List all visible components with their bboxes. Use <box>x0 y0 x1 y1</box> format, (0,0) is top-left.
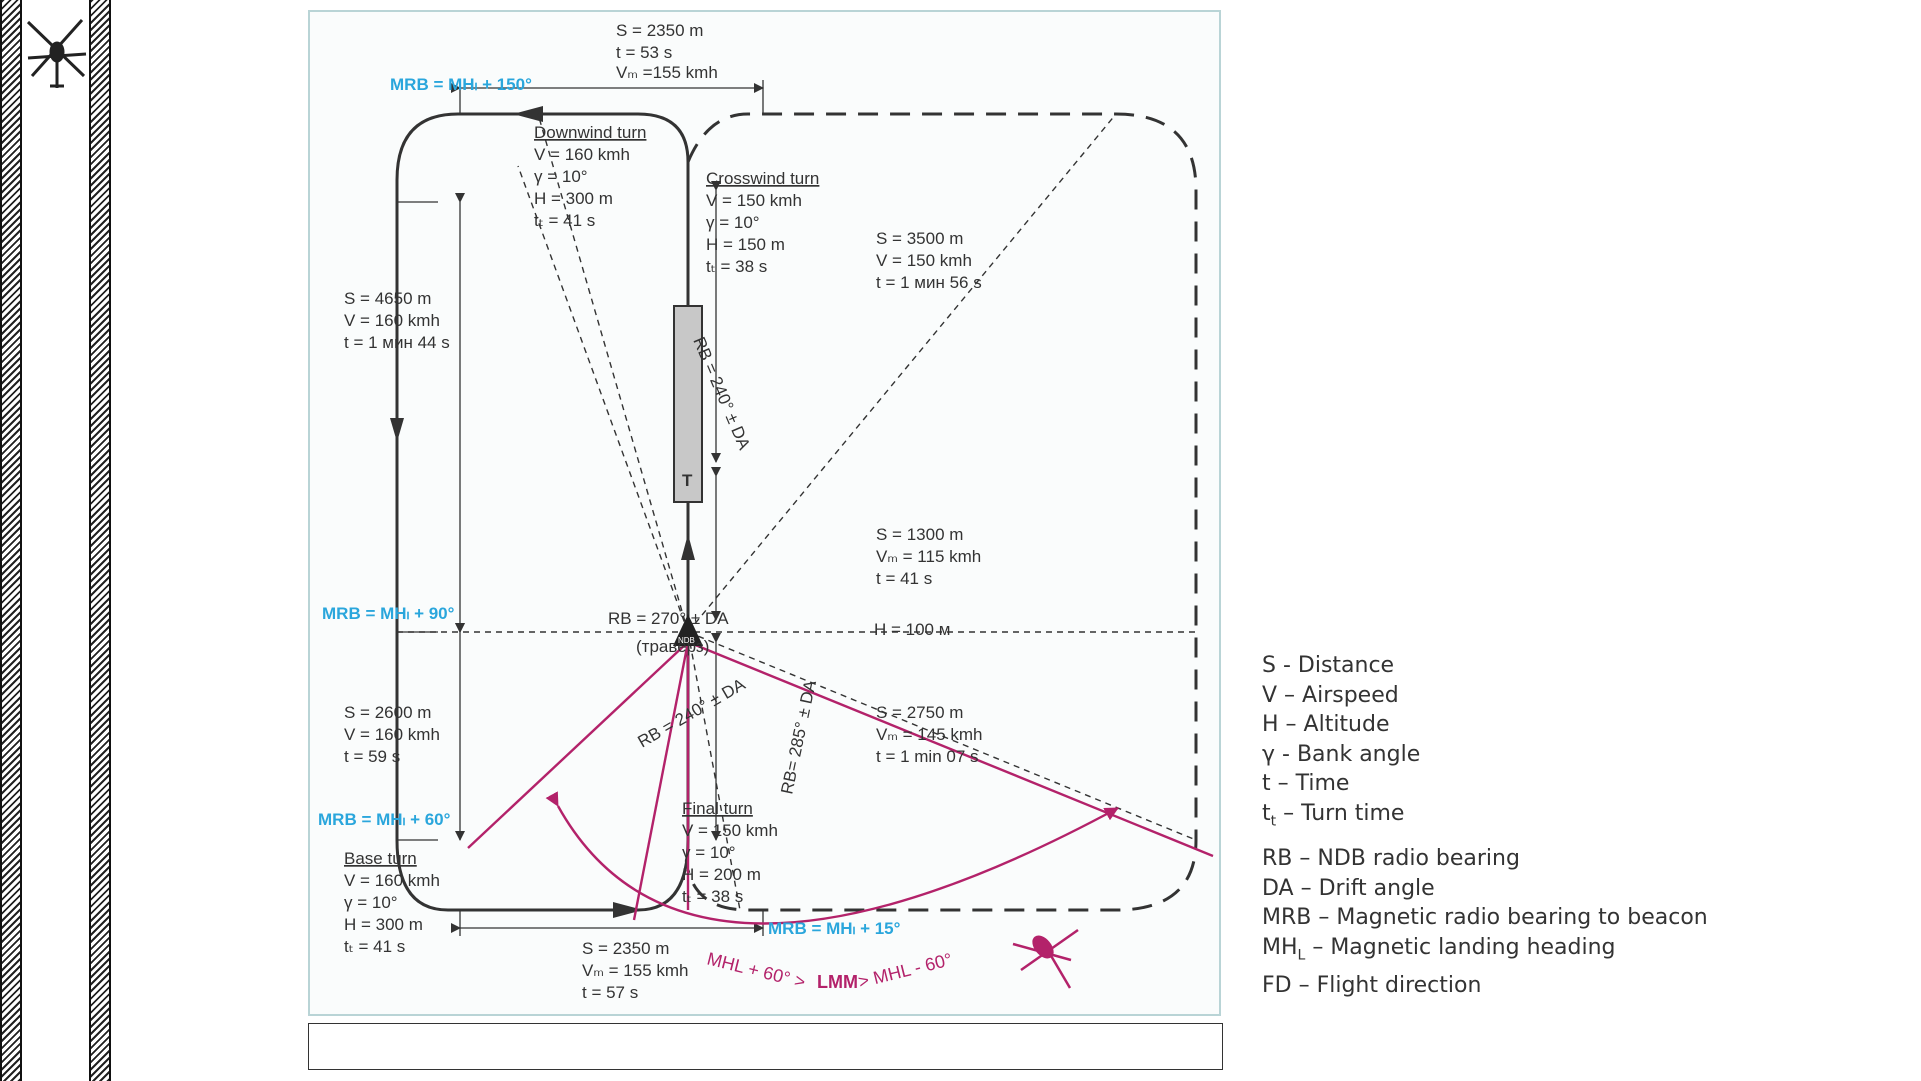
svg-text:NDB: NDB <box>678 636 695 645</box>
legend-item: S - Distance <box>1262 653 1395 678</box>
svg-text:S = 1300 m: S = 1300 m <box>876 525 963 544</box>
svg-text:V = 150 kmh: V = 150 kmh <box>876 251 972 270</box>
top-arrow <box>513 106 543 122</box>
svg-text:> MHL - 60°: > MHL - 60° <box>856 949 954 992</box>
bottom-arrow <box>613 902 643 918</box>
legend-item: t – Time <box>1262 771 1350 796</box>
svg-text:S = 2350 m: S = 2350 m <box>616 21 703 40</box>
left-hatched-border <box>0 0 22 1081</box>
legend-item: H – Altitude <box>1262 712 1390 737</box>
svg-text:V = 150 kmh: V = 150 kmh <box>706 191 802 210</box>
svg-text:Vₘ = 115 kmh: Vₘ = 115 kmh <box>876 547 981 566</box>
dashed-circuit-path <box>686 112 1198 912</box>
svg-text:H = 300 m: H = 300 m <box>344 915 423 934</box>
svg-text:V = 160 kmh: V = 160 kmh <box>344 311 440 330</box>
legend-item: RB – NDB radio bearing <box>1262 846 1520 872</box>
legend-item: V – Airspeed <box>1262 682 1399 708</box>
svg-text:Vₘ =155 kmh: Vₘ =155 kmh <box>616 63 718 82</box>
downwind-arrow <box>390 418 404 442</box>
svg-text:γ = 10°: γ = 10° <box>344 893 398 912</box>
svg-text:H = 200 m: H = 200 m <box>682 865 761 884</box>
svg-text:H = 100 м: H = 100 м <box>874 620 950 639</box>
svg-text:Vₘ = 155 kmh: Vₘ = 155 kmh <box>582 961 689 980</box>
svg-text:Vₘ = 145 kmh: Vₘ = 145 kmh <box>876 725 983 744</box>
mrb-60-label: MRB = MHₗ + 60° <box>318 810 451 829</box>
ndb-beacon-icon <box>673 614 703 646</box>
svg-text:(траверз): (траверз) <box>636 637 709 656</box>
legend-item: FD – Flight direction <box>1262 972 1482 998</box>
legend-item: γ - Bank angle <box>1262 741 1421 767</box>
svg-text:γ = 10°: γ = 10° <box>706 213 760 232</box>
svg-text:Base turn: Base turn <box>344 849 417 868</box>
legend-item: MHL – Magnetic landing heading <box>1262 934 1616 964</box>
svg-text:S = 4650 m: S = 4650 m <box>344 289 431 308</box>
svg-text:V = 160 kmh: V = 160 kmh <box>344 725 440 744</box>
traffic-pattern-diagram: T NDB <box>318 21 1214 1002</box>
runway <box>673 305 703 503</box>
svg-text:V = 150 kmh: V = 150 kmh <box>682 821 778 840</box>
svg-text:RB = 270° ± DA: RB = 270° ± DA <box>608 609 729 628</box>
t-mark: T <box>682 471 693 490</box>
approach-helicopter-icon <box>1012 928 1079 989</box>
svg-text:S = 2600 m: S = 2600 m <box>344 703 431 722</box>
svg-text:t = 1 мин 56 s: t = 1 мин 56 s <box>876 273 982 292</box>
takeoff-arrow <box>681 534 695 560</box>
caption-box <box>308 1023 1223 1070</box>
mrb-90-label: MRB = MHₗ + 90° <box>322 604 455 623</box>
svg-text:H = 300 m: H = 300 m <box>534 189 613 208</box>
svg-text:tₜ = 38 s: tₜ = 38 s <box>706 257 767 276</box>
svg-text:Crosswind turn: Crosswind turn <box>706 169 819 188</box>
svg-text:t = 1 min 07 s: t = 1 min 07 s <box>876 747 979 766</box>
svg-text:Final turn: Final turn <box>682 799 753 818</box>
svg-text:t = 59 s: t = 59 s <box>344 747 400 766</box>
svg-text:RB= 285° ± DA: RB= 285° ± DA <box>777 678 820 796</box>
legend: S - Distance V – Airspeed H – Altitude γ… <box>1262 651 1708 1000</box>
svg-text:γ = 10°: γ = 10° <box>682 843 736 862</box>
mrb-15-label: MRB = MHₗ + 15° <box>768 919 901 938</box>
legend-item: DA – Drift angle <box>1262 875 1435 901</box>
svg-text:S = 3500 m: S = 3500 m <box>876 229 963 248</box>
svg-text:t = 1 мин 44 s: t = 1 мин 44 s <box>344 333 450 352</box>
svg-text:t = 53 s: t = 53 s <box>616 43 672 62</box>
svg-text:H = 150 m: H = 150 m <box>706 235 785 254</box>
svg-text:MHL + 60° >: MHL + 60° > <box>705 948 807 992</box>
svg-text:tₜ = 41 s: tₜ = 41 s <box>534 211 595 230</box>
svg-text:t = 41 s: t = 41 s <box>876 569 932 588</box>
svg-text:tₜ = 38 s: tₜ = 38 s <box>682 887 743 906</box>
svg-text:S = 2350 m: S = 2350 m <box>582 939 669 958</box>
svg-text:γ = 10°: γ = 10° <box>534 167 588 186</box>
svg-text:LMM: LMM <box>817 972 858 992</box>
svg-text:RB = 240° ± DA: RB = 240° ± DA <box>635 674 749 751</box>
svg-text:Downwind turn: Downwind turn <box>534 123 646 142</box>
circuit-path <box>395 112 690 912</box>
legend-item: MRB – Magnetic radio bearing to beacon <box>1262 905 1708 931</box>
svg-text:V = 160 kmh: V = 160 kmh <box>344 871 440 890</box>
svg-text:tₜ = 41 s: tₜ = 41 s <box>344 937 405 956</box>
right-hatched-border <box>89 0 111 1081</box>
mrb-150-label: MRB = MHₗ + 150° <box>390 75 532 94</box>
helicopter-icon <box>26 19 87 88</box>
svg-text:V = 160 kmh: V = 160 kmh <box>534 145 630 164</box>
svg-text:S = 2750 m: S = 2750 m <box>876 703 963 722</box>
legend-item: tt – Turn time <box>1262 800 1405 829</box>
svg-text:t = 57 s: t = 57 s <box>582 983 638 1002</box>
